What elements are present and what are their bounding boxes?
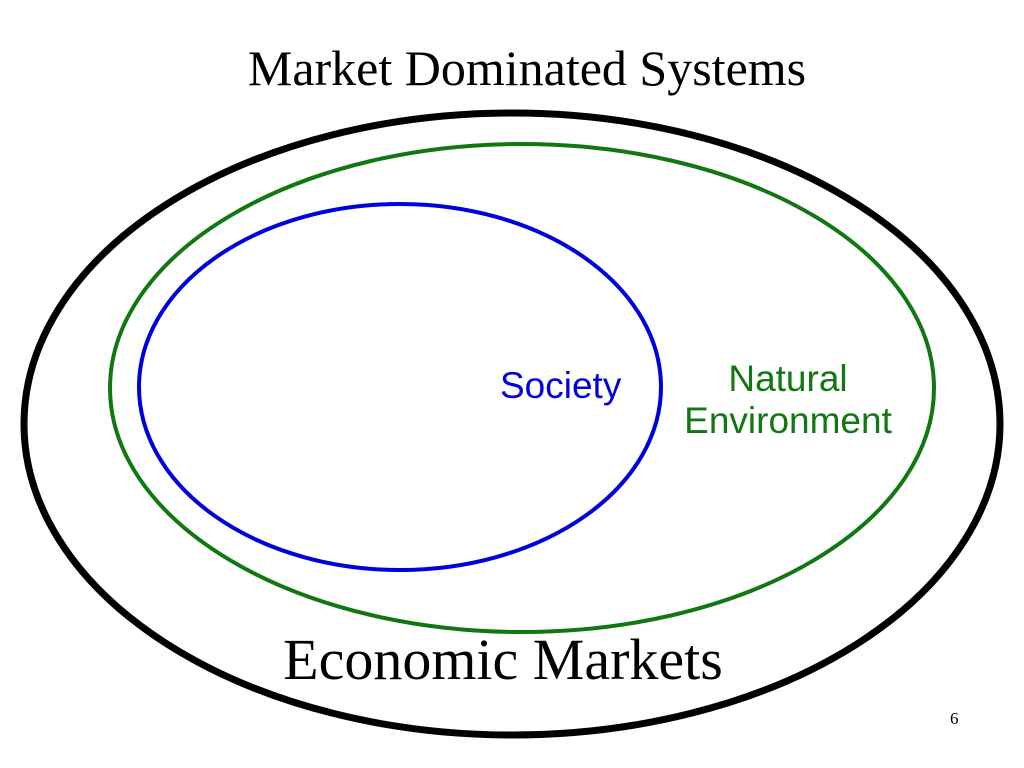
natural-environment-label-line2: Environment [684, 400, 892, 441]
economic-markets-label: Economic Markets [283, 627, 723, 692]
slide-title: Market Dominated Systems [247, 40, 807, 96]
natural-environment-ellipse [108, 142, 936, 634]
society-label: Society [500, 365, 622, 406]
society-ellipse [137, 202, 663, 572]
economic-markets-ellipse [20, 109, 1004, 739]
natural-environment-label-line1: Natural [728, 358, 848, 399]
natural-environment-label: Natural Environment [668, 358, 908, 442]
page-number: 6 [950, 709, 959, 728]
